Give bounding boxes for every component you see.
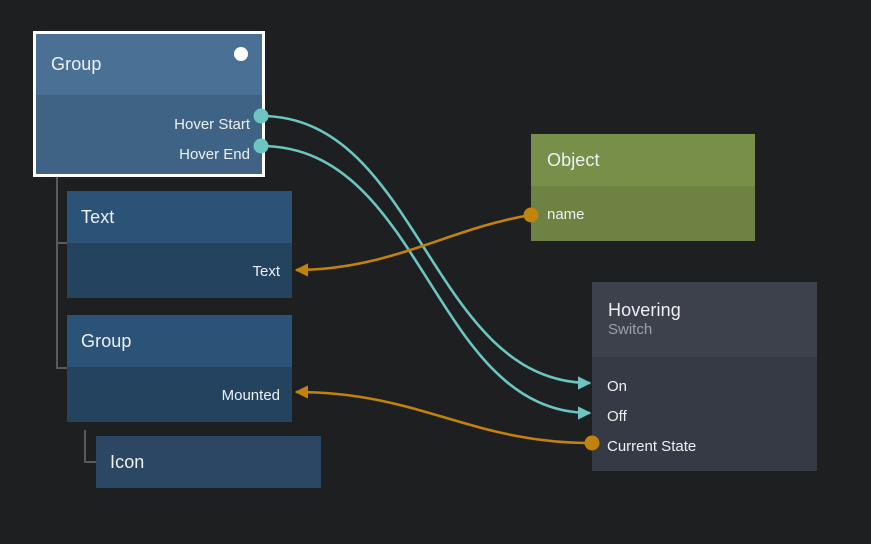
port-label-current-state[interactable]: Current State [607,438,697,455]
node-title: Hovering [608,300,681,321]
node-title: Text [81,206,115,227]
node-body: name [531,186,755,241]
port-label-mounted[interactable]: Mounted [221,387,280,404]
node-text[interactable]: Text Text [67,191,292,298]
tree-line-root-vertical [56,177,58,369]
tree-line-branch-text [56,242,68,244]
node-group-selected[interactable]: Group Hover Start Hover End [33,31,265,177]
node-hovering-switch[interactable]: Hovering Switch On Off Current State [592,282,817,471]
tree-line-branch-group [56,367,68,369]
node-group-child[interactable]: Group Mounted [67,315,292,422]
node-subtitle: Switch [608,321,653,339]
edge-name-to-text [294,213,532,277]
port-label-on[interactable]: On [607,378,628,395]
node-body: Text [67,243,292,298]
node-body: On Off Current State [592,357,817,471]
port-label-text[interactable]: Text [252,263,280,280]
node-header[interactable]: Text [67,191,292,243]
node-header[interactable]: Hovering Switch [592,282,817,357]
edge-current-state-to-mounted [294,385,593,445]
tree-line-branch-icon [84,461,96,463]
port-label-name[interactable]: name [547,206,585,223]
node-title: Group [51,54,102,75]
node-header[interactable]: Object [531,134,755,186]
tree-line-group-vertical [84,430,86,463]
node-body: Hover Start Hover End [36,95,262,174]
port-label-hover-end[interactable]: Hover End [179,146,250,163]
node-body: Mounted [67,367,292,422]
port-label-hover-start[interactable]: Hover Start [174,116,250,133]
port-label-off[interactable]: Off [607,408,627,425]
selection-dot-icon [234,47,248,61]
node-object[interactable]: Object name [531,134,755,241]
node-header[interactable]: Icon [96,436,321,488]
node-header[interactable]: Group [67,315,292,367]
node-title: Group [81,330,132,351]
node-title: Object [547,149,600,170]
node-icon[interactable]: Icon [96,436,321,488]
node-title: Icon [110,451,145,472]
node-header[interactable]: Group [36,34,262,95]
